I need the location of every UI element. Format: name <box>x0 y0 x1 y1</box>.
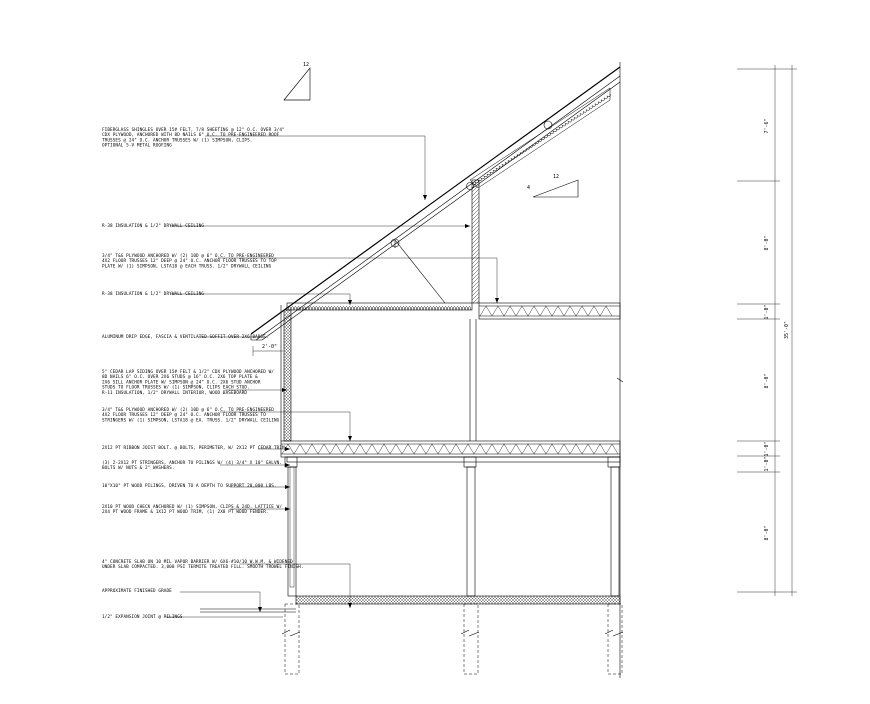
svg-text:12: 12 <box>303 62 309 68</box>
pilings-below-grade <box>281 603 624 675</box>
dim-8-0-mid: 8'-0" <box>764 373 770 388</box>
dim-1-0-c: 1'-0" <box>764 456 770 471</box>
roof <box>250 66 621 341</box>
stringers <box>284 456 621 468</box>
sloped-insulation <box>469 87 611 189</box>
note-finished-grade: APPROXIMATE FINISHED GRADE <box>102 588 172 594</box>
dim-7-6: 7'-6" <box>764 118 770 133</box>
interior-wall <box>469 319 477 441</box>
dim-8-0-bottom: 8'-0" <box>764 525 770 540</box>
dim-1-0-a: 1'-0" <box>764 304 770 319</box>
leader-lines <box>165 135 499 618</box>
notes-column: FIBERGLASS SHINGLES OVER 15# FELT, 7/8 S… <box>102 127 304 620</box>
leader-roofing <box>205 135 426 200</box>
pilings <box>287 466 620 597</box>
roof-pitch-symbol: 12 <box>283 62 311 101</box>
note-stringers: (3) 2-2X12 PT STRINGERS, ANCHOR TO PILIN… <box>102 460 285 471</box>
dim-total: 35'-0" <box>784 321 790 339</box>
note-lattice: 2X10 PT WOOD CHECK ANCHORED W/ (1) SIMPS… <box>102 504 285 515</box>
dimension-string: 7'-6" 8'-0" 1'-0" 8'-0" 1'-0" 1'-0" 8'-0… <box>737 65 797 596</box>
section-cut-line <box>616 62 624 678</box>
note-upper-floor: 3/4" T&G PLYWOOD ANCHORED W/ (2) 10D @ 6… <box>102 253 279 269</box>
eave-dimension: 2'-0" <box>252 344 283 356</box>
slab <box>200 595 621 613</box>
leader-grade <box>180 591 261 612</box>
svg-text:2'-0": 2'-0" <box>262 344 277 350</box>
note-slab: 4" CONCRETE SLAB ON 10 MIL VAPOR BARRIER… <box>102 559 304 570</box>
note-ribbon-joist: 2X12 PT RIBBON JOIST BOLT. @ BOLTS, PERI… <box>102 445 287 451</box>
leader-slab <box>240 563 351 608</box>
note-main-floor: 3/4" T&G PLYWOOD ANCHORED W/ (2) 10D @ 6… <box>102 407 280 423</box>
note-pilings: 10"X10" PT WOOD PILINGS, DRIVEN TO A DEP… <box>102 483 277 489</box>
leader-main-floor <box>220 411 351 441</box>
svg-text:12: 12 <box>553 174 559 180</box>
note-ceiling-insulation: R-38 INSULATION & 1/2" DRYWALL CEILING <box>102 223 204 229</box>
main-floor-truss <box>280 440 621 458</box>
upper-floor-truss <box>478 302 621 320</box>
dim-1-0-b: 1'-0" <box>764 441 770 456</box>
dim-8-0-top: 8'-0" <box>764 235 770 250</box>
leader-upper-floor <box>218 257 498 303</box>
note-expansion-joint: 1/2" EXPANSION JOINT @ PILINGS <box>102 614 183 620</box>
note-roofing: FIBERGLASS SHINGLES OVER 15# FELT, 7/8 S… <box>102 127 287 149</box>
attic-insulation <box>286 302 473 311</box>
note-drip-edge: ALUMINUM DRIP EDGE, FASCIA & VENTILATED … <box>102 334 269 340</box>
note-wall-siding: 5" CEDAR LAP SIDING OVER 15# FELT & 1/2"… <box>102 369 277 396</box>
note-attic-insulation: R-38 INSULATION & 1/2" DRYWALL CEILING <box>102 291 204 297</box>
upper-pitch-symbol: 4 12 <box>527 174 579 198</box>
svg-text:4: 4 <box>527 185 530 191</box>
